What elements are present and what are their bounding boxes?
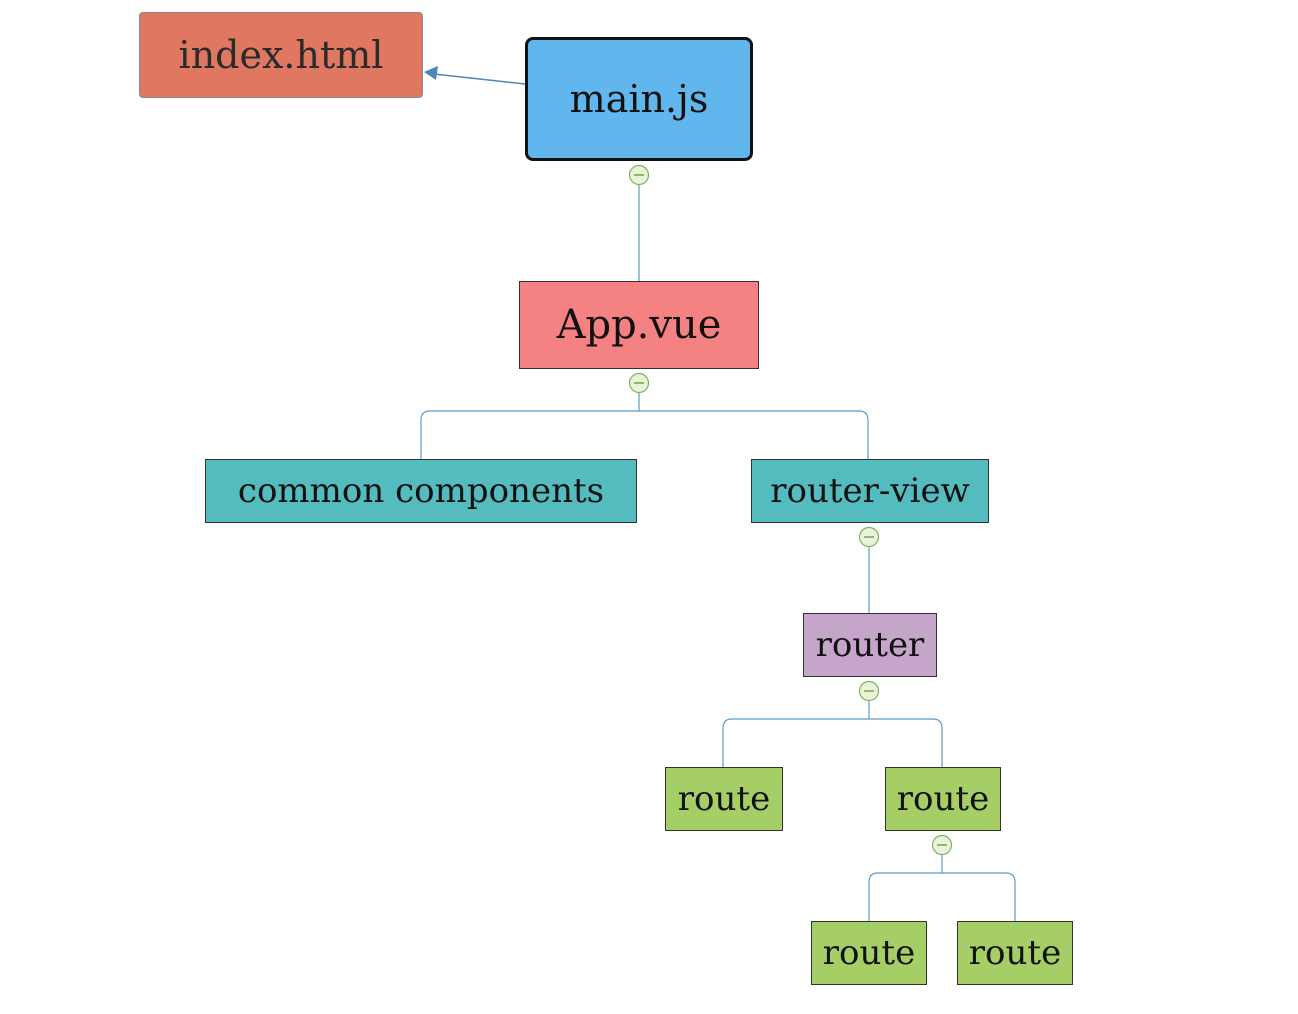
node-route[interactable]: route (957, 921, 1073, 985)
node-label: router-view (770, 471, 970, 511)
node-route[interactable]: route (811, 921, 927, 985)
arrow-main-to-index (424, 66, 526, 85)
node-label: route (677, 779, 771, 819)
collapse-main-icon[interactable] (628, 164, 650, 186)
node-label: route (896, 779, 990, 819)
link-router-to-routes (722, 701, 943, 767)
node-label: route (822, 933, 916, 973)
node-label: main.js (569, 77, 709, 121)
collapse-router-icon[interactable] (858, 680, 880, 702)
node-route[interactable]: route (885, 767, 1001, 831)
collapse-route-icon[interactable] (931, 834, 953, 856)
link-app-to-children (420, 393, 869, 459)
node-app-vue[interactable]: App.vue (519, 281, 759, 369)
node-label: App.vue (556, 302, 722, 348)
node-label: index.html (178, 33, 384, 77)
node-router-view[interactable]: router-view (751, 459, 989, 523)
node-common-components[interactable]: common components (205, 459, 637, 523)
collapse-app-icon[interactable] (628, 372, 650, 394)
node-main-js[interactable]: main.js (525, 37, 753, 161)
node-index-html[interactable]: index.html (139, 12, 423, 98)
node-router[interactable]: router (803, 613, 937, 677)
collapse-routerview-icon[interactable] (858, 526, 880, 548)
arrowhead-icon (424, 66, 438, 80)
node-label: common components (237, 471, 605, 511)
node-route[interactable]: route (665, 767, 783, 831)
node-label: router (815, 625, 925, 665)
node-label: route (968, 933, 1062, 973)
link-route-to-subroutes (868, 855, 1016, 921)
